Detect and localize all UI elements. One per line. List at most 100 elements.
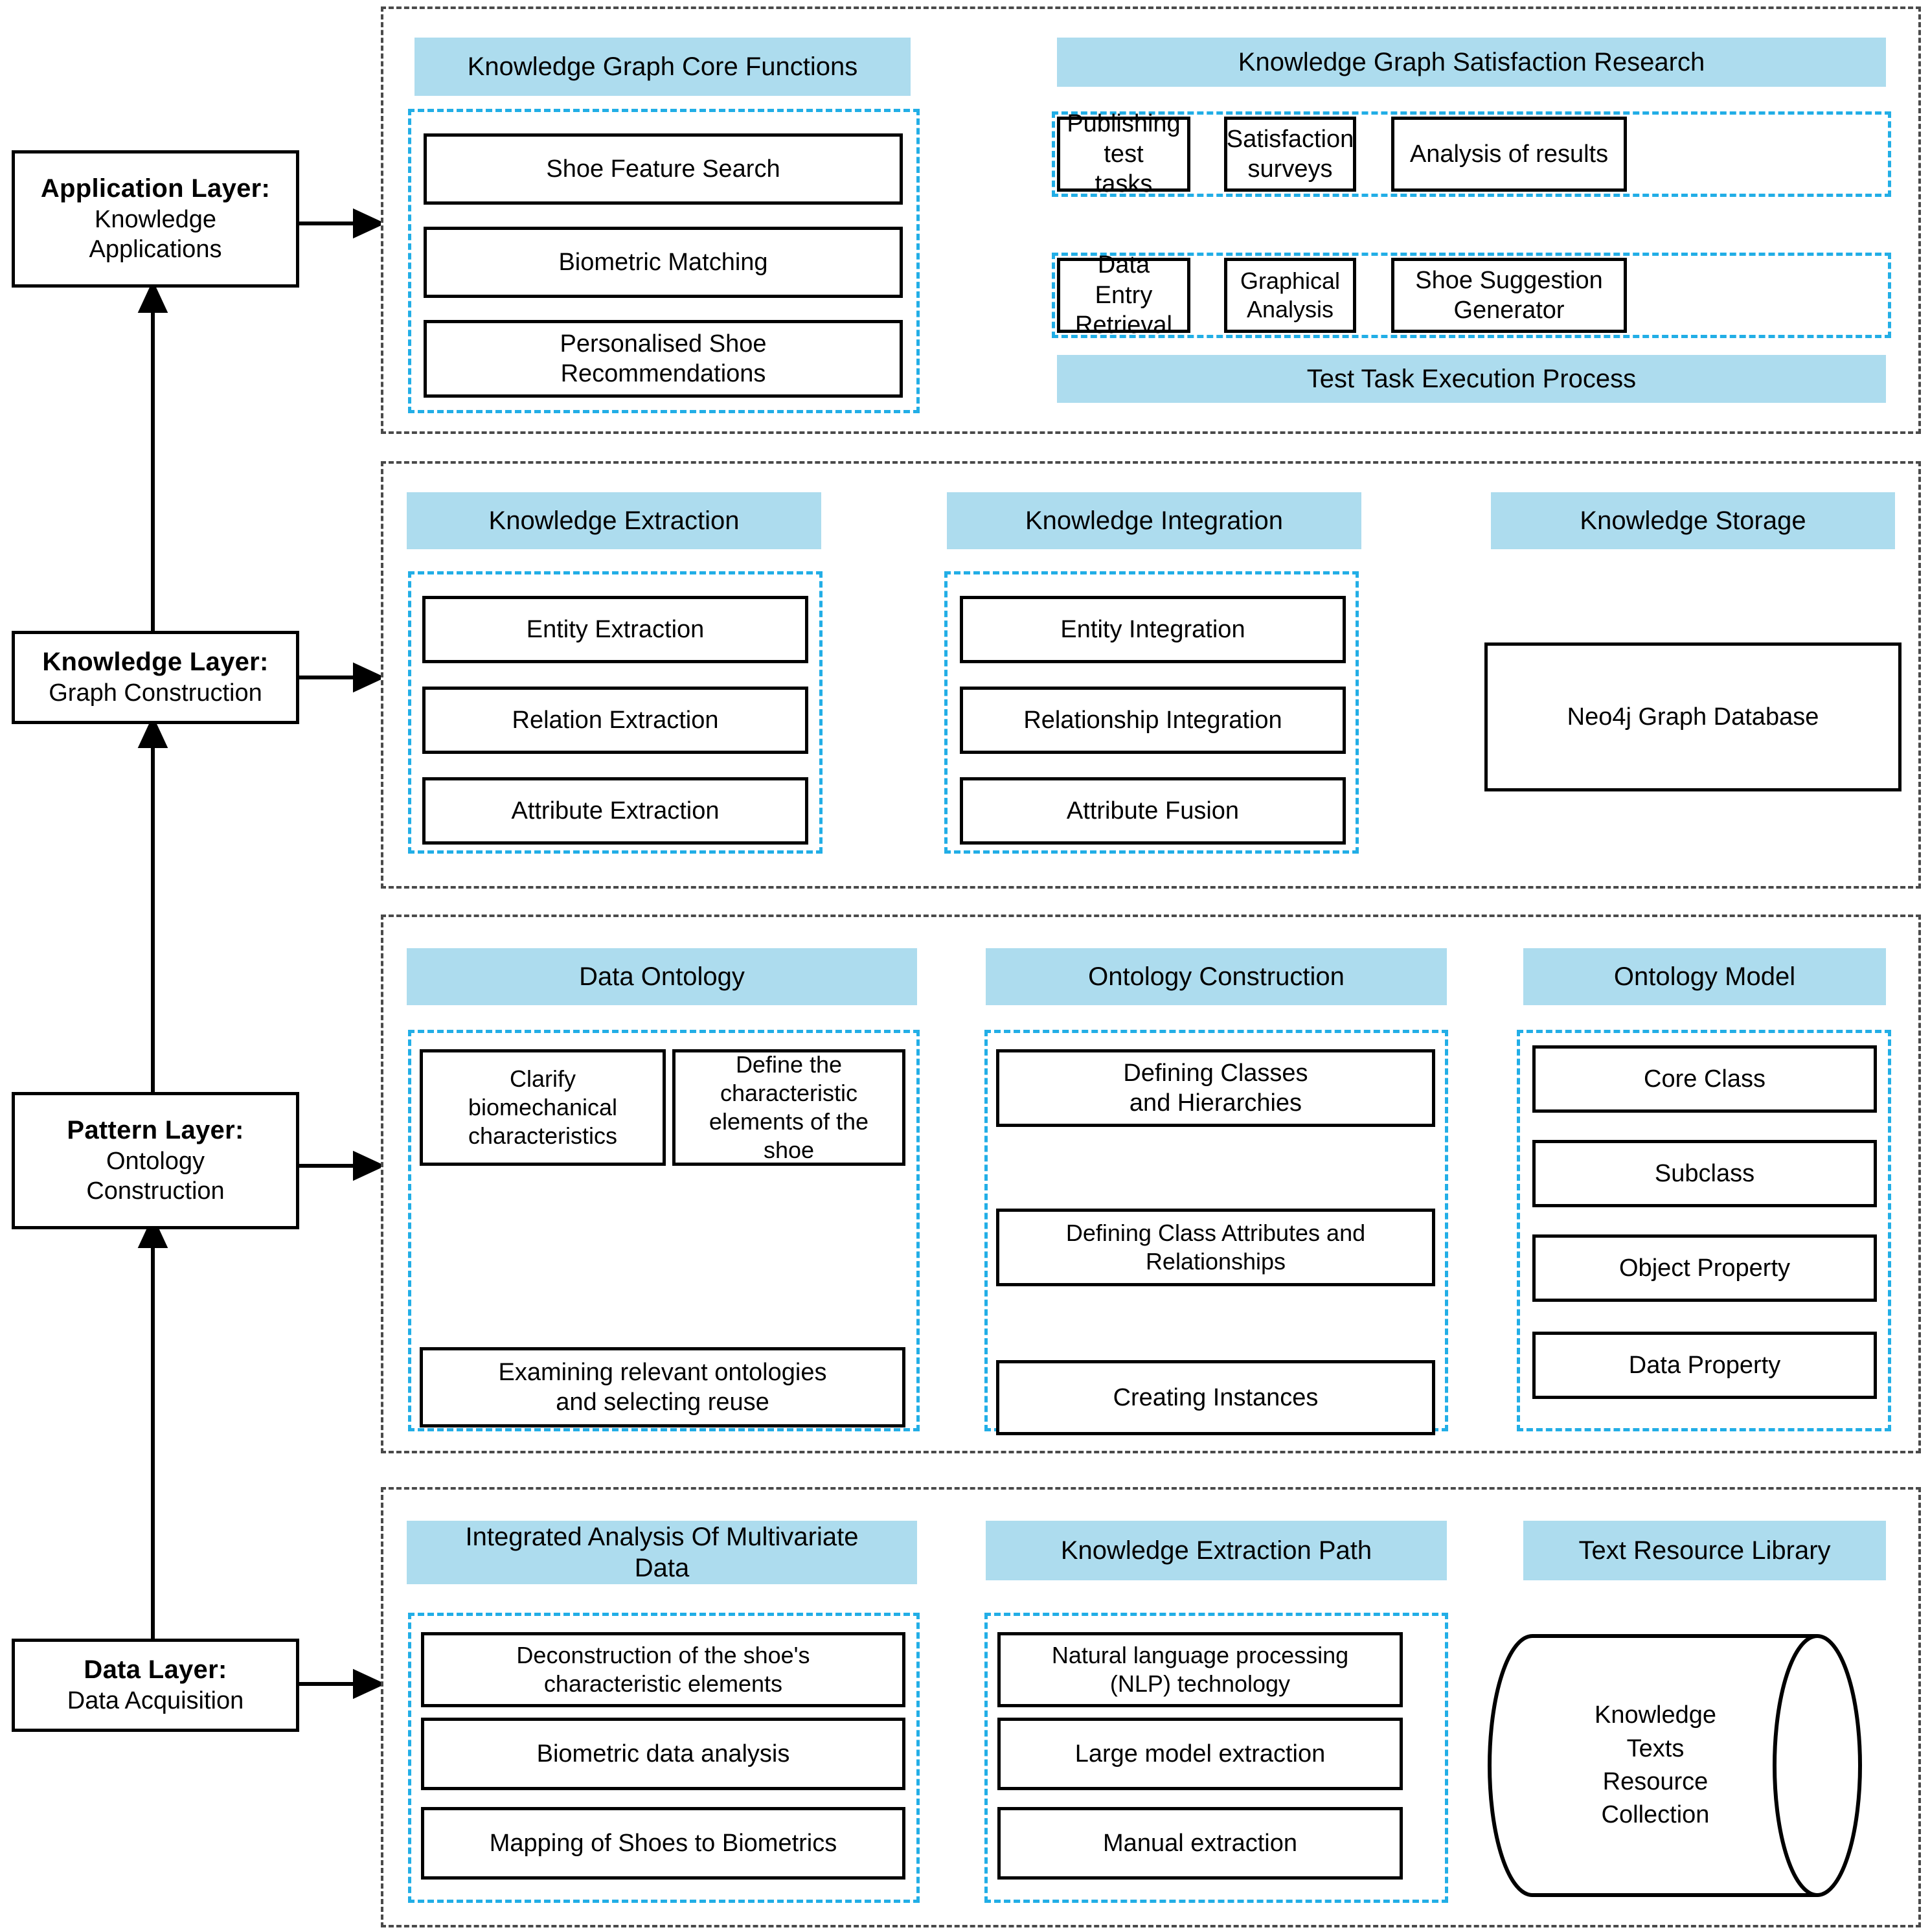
node-entity-integration[interactable]: Entity Integration [960,596,1346,663]
node-nlp-technology[interactable]: Natural language processing (NLP) techno… [997,1632,1403,1707]
section-header-core-functions: Knowledge Graph Core Functions [414,38,911,96]
group-knowledge-integration [944,571,1359,854]
section-header-knowledge-extraction: Knowledge Extraction [407,492,821,549]
node-defining-classes-line2: and Hierarchies [1129,1089,1302,1117]
node-defining-attributes-line2: Relationships [1145,1248,1286,1275]
group-knowledge-extraction-path [984,1613,1448,1903]
layer-label-pattern[interactable]: Pattern Layer: Ontology Construction [12,1092,299,1229]
group-satisfaction-row1 [1052,111,1891,197]
section-header-ontology-model: Ontology Model [1523,948,1886,1005]
node-personalised-line2: Recommendations [560,360,766,387]
node-manual-extraction[interactable]: Manual extraction [997,1807,1403,1880]
node-publishing-line1: Publishing test [1067,110,1181,168]
cylinder-icon [1488,1634,1862,1897]
section-header-data-ontology: Data Ontology [407,948,917,1005]
section-header-satisfaction-research: Knowledge Graph Satisfaction Research [1057,38,1886,87]
node-neo4j-graph-database[interactable]: Neo4j Graph Database [1484,642,1902,791]
node-deconstruction-line2: characteristic elements [543,1670,783,1697]
node-personalised-line1: Personalised Shoe [560,330,767,358]
node-personalised-shoe-recommendations[interactable]: Personalised Shoe Recommendations [424,320,903,398]
layer-label-data-title: Data Layer: [84,1655,227,1685]
node-subclass[interactable]: Subclass [1532,1140,1877,1207]
node-surveys-line2: surveys [1247,155,1333,183]
cylinder-line2: Texts [1626,1734,1685,1762]
node-defining-classes-and-hierarchies[interactable]: Defining Classes and Hierarchies [996,1049,1435,1127]
layer-label-pattern-sub2: Construction [86,1177,225,1205]
node-data-entry-retrieval[interactable]: Data Entry Retrieval [1057,251,1190,339]
layer-label-application-title: Application Layer: [40,174,271,203]
node-satisfaction-surveys[interactable]: Satisfaction surveys [1224,117,1356,192]
cylinder-line1: Knowledge [1594,1701,1717,1729]
group-ontology-model [1517,1030,1891,1431]
layer-label-knowledge-title: Knowledge Layer: [42,648,269,677]
node-define-line3: elements of the [709,1108,869,1135]
node-deconstruction-line1: Deconstruction of the shoe's [516,1642,810,1669]
node-shoe-suggestion-line2: Generator [1453,297,1565,324]
group-integrated-analysis [408,1613,920,1903]
node-object-property[interactable]: Object Property [1532,1234,1877,1302]
section-header-text-resource-library: Text Resource Library [1523,1521,1886,1580]
cylinder-line3: Resource [1602,1768,1709,1795]
node-relationship-integration[interactable]: Relationship Integration [960,687,1346,754]
node-surveys-line1: Satisfaction [1226,125,1354,153]
layer-label-application-sub1: Knowledge [94,206,217,234]
layer-label-application[interactable]: Application Layer: Knowledge Application… [12,150,299,288]
node-clarify-line1: Clarify [509,1065,576,1093]
node-nlp-line2: (NLP) technology [1109,1670,1291,1697]
node-clarify-biomechanical-characteristics[interactable]: Clarify biomechanical characteristics [420,1049,666,1166]
group-data-ontology [408,1030,920,1431]
cylinder-line4: Collection [1601,1801,1710,1829]
node-knowledge-texts-resource-collection[interactable]: Knowledge Texts Resource Collection [1483,1630,1867,1902]
layer-label-pattern-title: Pattern Layer: [67,1116,244,1145]
node-creating-instances[interactable]: Creating Instances [996,1360,1435,1435]
section-header-integrated-analysis-line1: Integrated Analysis Of Multivariate [465,1523,859,1551]
node-data-property[interactable]: Data Property [1532,1332,1877,1399]
section-header-knowledge-extraction-path: Knowledge Extraction Path [986,1521,1447,1580]
group-core-functions [408,109,920,413]
node-publishing-test-tasks[interactable]: Publishing test tasks [1057,110,1190,198]
node-mapping-of-shoes-to-biometrics[interactable]: Mapping of Shoes to Biometrics [421,1807,905,1880]
node-defining-attributes-line1: Defining Class Attributes and [1065,1220,1366,1247]
node-core-class[interactable]: Core Class [1532,1045,1877,1113]
node-relation-extraction[interactable]: Relation Extraction [422,687,808,754]
node-defining-class-attributes-and-relationships[interactable]: Defining Class Attributes and Relationsh… [996,1209,1435,1286]
node-large-model-extraction[interactable]: Large model extraction [997,1718,1403,1790]
node-define-line2: characteristic [720,1080,858,1107]
node-examining-line1: Examining relevant ontologies [498,1358,827,1386]
section-header-integrated-analysis-line2: Data [634,1554,690,1582]
section-header-knowledge-storage: Knowledge Storage [1491,492,1895,549]
node-data-entry-line1: Data Entry [1095,251,1153,309]
group-satisfaction-row2 [1052,253,1891,338]
section-header-knowledge-integration: Knowledge Integration [947,492,1361,549]
node-shoe-suggestion-generator[interactable]: Shoe Suggestion Generator [1391,258,1627,333]
node-clarify-line2: biomechanical [468,1094,618,1121]
node-define-line1: Define the [735,1051,843,1078]
node-biometric-matching[interactable]: Biometric Matching [424,227,903,298]
section-header-ontology-construction: Ontology Construction [986,948,1447,1005]
node-attribute-extraction[interactable]: Attribute Extraction [422,777,808,845]
layer-label-data[interactable]: Data Layer: Data Acquisition [12,1639,299,1732]
node-deconstruction-of-shoe-characteristic-elements[interactable]: Deconstruction of the shoe's characteris… [421,1632,905,1707]
section-header-integrated-analysis: Integrated Analysis Of Multivariate Data [407,1521,917,1584]
layer-label-data-sub1: Data Acquisition [67,1687,244,1715]
cylinder-label: Knowledge Texts Resource Collection [1522,1630,1789,1902]
layer-label-pattern-sub1: Ontology [106,1148,205,1176]
node-graphical-analysis[interactable]: Graphical Analysis [1224,258,1356,333]
node-define-line4: shoe [763,1136,815,1163]
node-nlp-line1: Natural language processing [1051,1642,1349,1669]
layer-label-knowledge-sub1: Graph Construction [49,679,262,707]
node-shoe-feature-search[interactable]: Shoe Feature Search [424,133,903,205]
node-defining-classes-line1: Defining Classes [1123,1059,1308,1087]
layer-label-knowledge[interactable]: Knowledge Layer: Graph Construction [12,631,299,724]
section-footer-test-task-execution: Test Task Execution Process [1057,355,1886,403]
node-attribute-fusion[interactable]: Attribute Fusion [960,777,1346,845]
node-biometric-data-analysis[interactable]: Biometric data analysis [421,1718,905,1790]
node-examining-relevant-ontologies[interactable]: Examining relevant ontologies and select… [420,1347,905,1427]
node-define-characteristic-elements-of-shoe[interactable]: Define the characteristic elements of th… [672,1049,905,1166]
node-examining-line2: and selecting reuse [556,1389,769,1416]
node-shoe-suggestion-line1: Shoe Suggestion [1415,266,1603,294]
node-entity-extraction[interactable]: Entity Extraction [422,596,808,663]
node-analysis-of-results[interactable]: Analysis of results [1391,117,1627,192]
node-clarify-line3: characteristics [468,1122,618,1149]
